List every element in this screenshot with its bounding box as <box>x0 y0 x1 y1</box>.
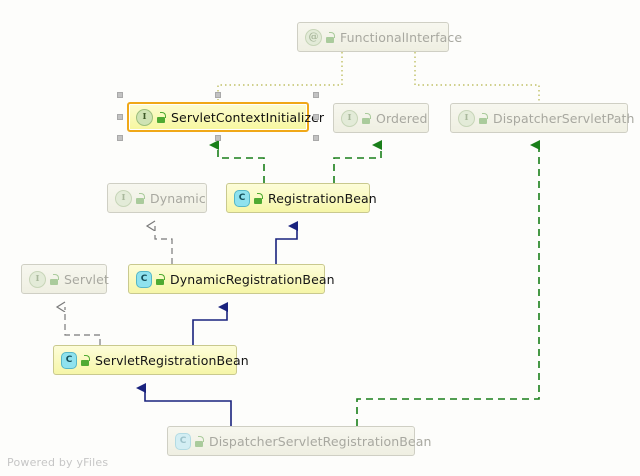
selection-handle-w[interactable] <box>117 114 123 120</box>
class-icon: C <box>61 351 77 369</box>
node-label: DispatcherServletPath <box>493 110 635 126</box>
node-servlet[interactable]: I Servlet <box>21 264 109 294</box>
unlock-icon <box>326 31 335 43</box>
node-icon-group: I <box>341 109 371 127</box>
node-label: ServletContextInitializer <box>171 109 325 125</box>
node-icon-group: I <box>115 189 145 207</box>
edge-generalization-servletregistrationbean-dynamicregistrationbean <box>192 302 228 345</box>
node-icon-group: I <box>29 270 59 288</box>
node-label: ServletRegistrationBean <box>95 352 249 368</box>
node-functional-interface[interactable]: @ FunctionalInterface <box>297 22 462 52</box>
node-label: RegistrationBean <box>268 190 377 206</box>
edge-annotation-dispatcherservletpath <box>414 52 540 101</box>
node-label: DispatcherServletRegistrationBean <box>209 433 432 449</box>
node-icon-group: C <box>61 351 90 369</box>
node-dynamic-registration-bean[interactable]: C DynamicRegistrationBean <box>128 264 335 294</box>
interface-icon: I <box>458 109 475 127</box>
class-icon: C <box>136 270 152 288</box>
node-ordered[interactable]: I Ordered <box>333 103 429 133</box>
interface-icon: I <box>136 108 153 126</box>
class-icon: C <box>175 432 191 450</box>
selection-handle-se[interactable] <box>313 135 319 141</box>
unlock-icon <box>81 354 90 366</box>
edge-generalization-dynamicregistrationbean-registrationbean <box>275 221 298 264</box>
interface-icon: I <box>29 270 46 288</box>
node-label: Dynamic <box>150 190 206 206</box>
edge-annotation-servletcontextinitializer <box>217 52 343 100</box>
edge-dependency-servletregistrationbean-servlet <box>65 307 101 345</box>
interface-icon: I <box>341 109 358 127</box>
node-servlet-context-initializer[interactable]: I ServletContextInitializer <box>127 102 324 132</box>
node-dynamic[interactable]: I Dynamic <box>107 183 207 213</box>
edge-dependency-dynamicregistrationbean-dynamic <box>155 226 173 264</box>
unlock-icon <box>156 273 165 285</box>
node-dispatcher-servlet-registration-bean[interactable]: C DispatcherServletRegistrationBean <box>167 426 431 456</box>
edge-realization-dispatcherservletregistrationbean-dispatcherservletpath <box>356 140 540 426</box>
node-icon-group: C <box>136 270 165 288</box>
selection-handle-s[interactable] <box>215 135 221 141</box>
selection-handle-nw[interactable] <box>117 92 123 98</box>
selection-handle-n[interactable] <box>215 92 221 98</box>
node-label: Servlet <box>64 271 109 287</box>
node-label: DynamicRegistrationBean <box>170 271 335 287</box>
unlock-icon <box>195 435 204 447</box>
node-icon-group: I <box>458 109 488 127</box>
node-label: Ordered <box>376 110 428 126</box>
selection-handle-ne[interactable] <box>313 92 319 98</box>
edge-generalization-dispatcherservletregistrationbean-servletregistrationbean <box>136 383 232 426</box>
yfiles-watermark: Powered by yFiles <box>7 456 109 469</box>
selection-handle-sw[interactable] <box>117 135 123 141</box>
selection-handle-e[interactable] <box>313 114 319 120</box>
node-icon-group: C <box>234 189 263 207</box>
node-icon-group: C <box>175 432 204 450</box>
edge-realization-registrationbean-servletcontextinitializer <box>209 140 265 183</box>
unlock-icon <box>136 192 145 204</box>
node-label: FunctionalInterface <box>340 29 463 45</box>
unlock-icon <box>362 112 371 124</box>
node-icon-group: I <box>136 108 166 126</box>
annotation-icon: @ <box>305 28 322 46</box>
unlock-icon <box>157 111 166 123</box>
node-icon-group: @ <box>305 28 335 46</box>
unlock-icon <box>50 273 59 285</box>
node-servlet-registration-bean[interactable]: C ServletRegistrationBean <box>53 345 249 375</box>
unlock-icon <box>254 192 263 204</box>
class-icon: C <box>234 189 250 207</box>
node-registration-bean[interactable]: C RegistrationBean <box>226 183 377 213</box>
edge-realization-registrationbean-ordered <box>333 140 382 183</box>
unlock-icon <box>479 112 488 124</box>
interface-icon: I <box>115 189 132 207</box>
node-dispatcher-servlet-path[interactable]: I DispatcherServletPath <box>450 103 634 133</box>
